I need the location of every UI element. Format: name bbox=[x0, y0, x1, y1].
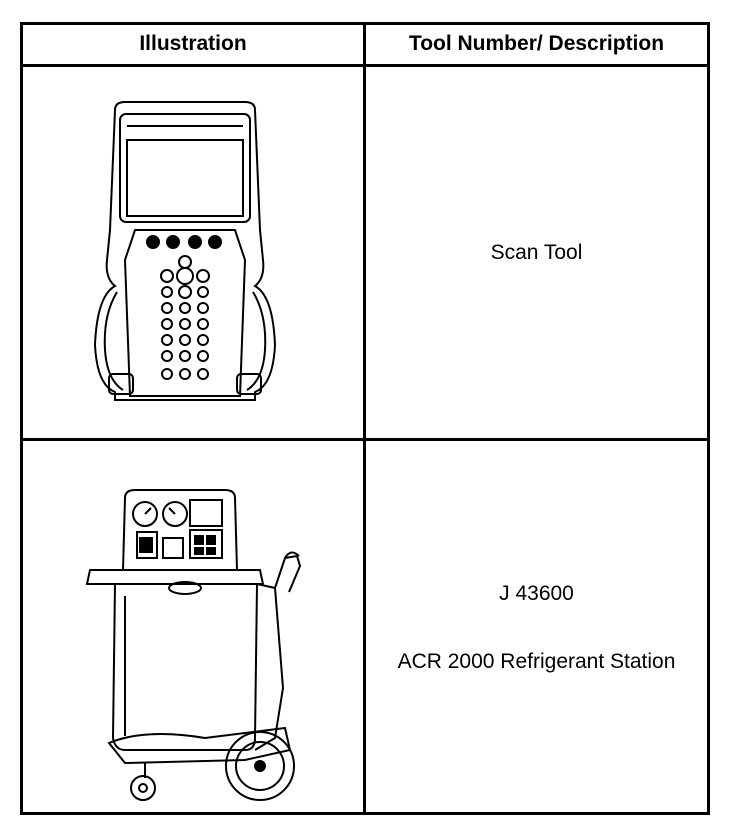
table-border-center bbox=[363, 22, 366, 815]
scan-tool-illustration bbox=[95, 100, 275, 405]
row-1-description: Scan Tool bbox=[490, 241, 583, 264]
refrigerant-station-illustration bbox=[85, 488, 310, 806]
table-border-left bbox=[20, 22, 23, 815]
header-tool-description: Tool Number/ Description bbox=[408, 32, 665, 55]
header-illustration: Illustration bbox=[139, 32, 247, 55]
table-border-right bbox=[707, 22, 710, 815]
row-2-description: ACR 2000 Refrigerant Station bbox=[397, 650, 676, 673]
row-2-tool-number: J 43600 bbox=[499, 582, 574, 605]
